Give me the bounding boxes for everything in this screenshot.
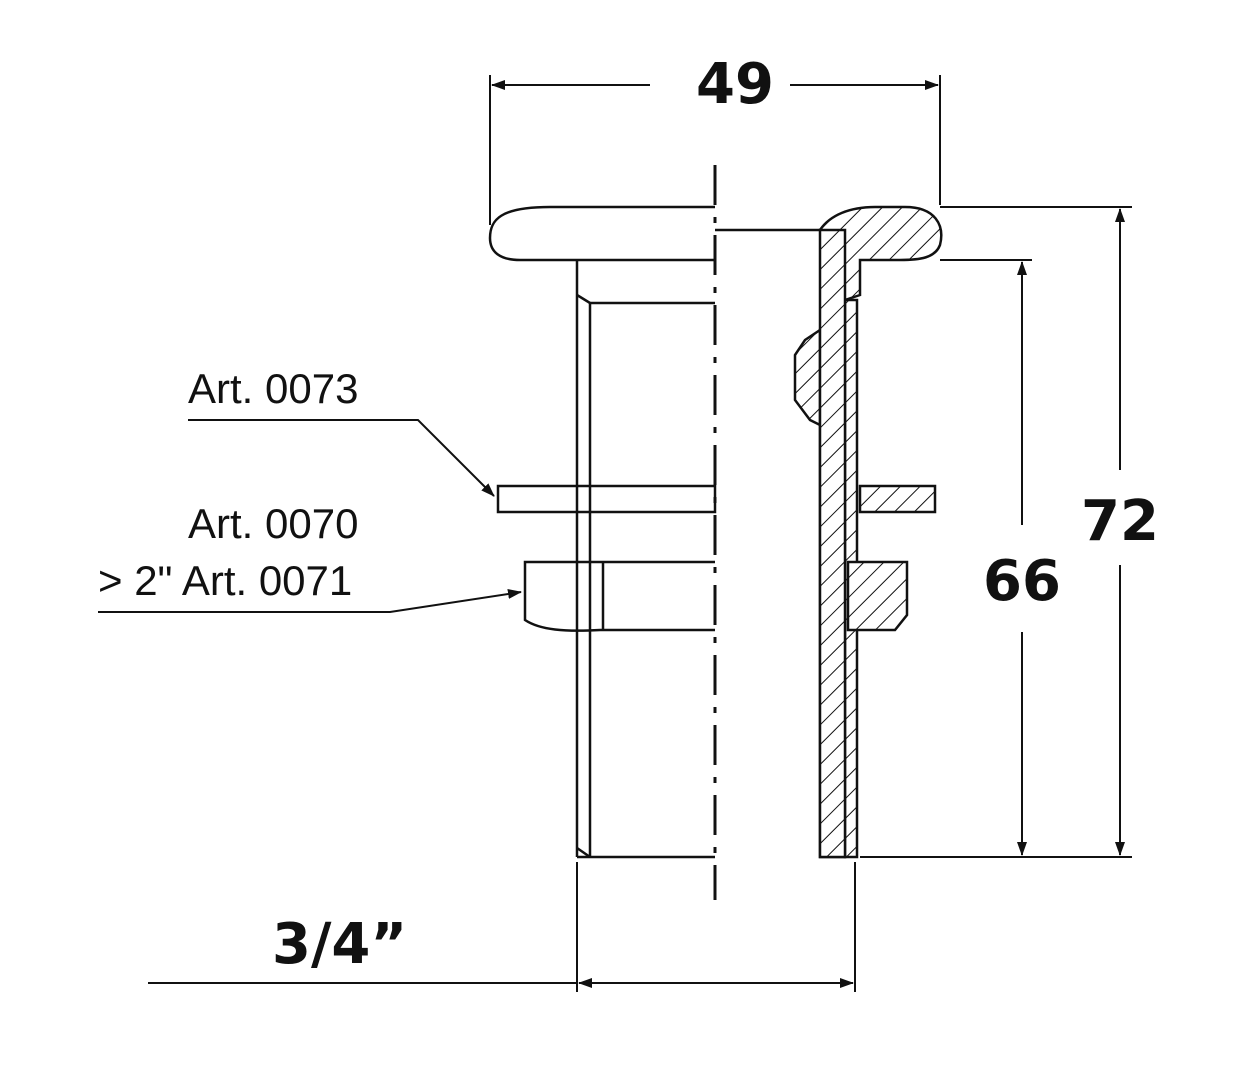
dimension-thread-label: 3/4” <box>272 912 407 977</box>
label-nut-large: > 2" Art. 0071 <box>98 557 352 604</box>
dimension-72-label: 72 <box>1081 489 1159 554</box>
body <box>575 260 715 859</box>
washer <box>496 484 937 514</box>
dimension-72: 72 <box>1081 208 1159 856</box>
flange-left <box>488 205 715 262</box>
nut <box>523 560 909 632</box>
leader-nut <box>98 589 522 613</box>
leader-washer <box>188 419 495 497</box>
dimension-66-label: 66 <box>983 549 1061 614</box>
label-washer: Art. 0073 <box>188 365 358 412</box>
dimension-thread: 3/4” <box>148 862 856 992</box>
dimension-49-label: 49 <box>696 52 774 117</box>
dimension-66: 66 <box>983 261 1061 856</box>
label-nut: Art. 0070 <box>188 500 358 547</box>
dimension-49: 49 <box>489 52 941 225</box>
